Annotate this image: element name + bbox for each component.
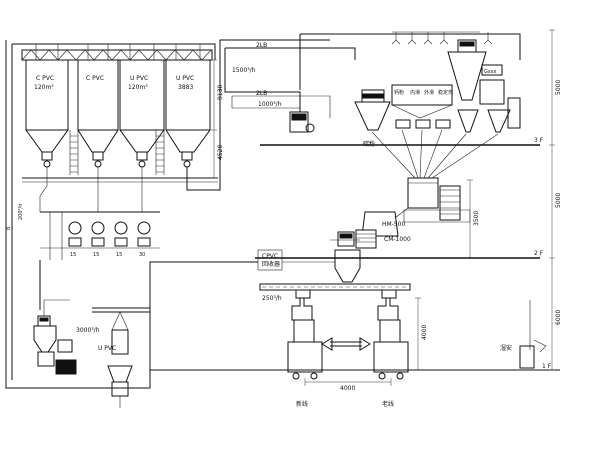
flow-label-b: 1000³/h [258, 101, 282, 108]
conveying-pipes: 2LB 2LB 1500³/h 1000³/h [224, 33, 521, 133]
recycle-hopper: CPVC 回收器 [257, 231, 361, 283]
pump-4: 30 [137, 221, 151, 258]
floor-1f-label: 1 F [542, 363, 552, 370]
silo-1: C PVC 120m³ [25, 44, 69, 168]
dosing-label: Gsxx [484, 69, 496, 75]
extruder-left [287, 298, 323, 380]
bin-label-carbon: 碳粉 [363, 140, 375, 148]
ladder-1 [69, 130, 79, 175]
silo-2-label: C PVC [86, 75, 104, 82]
silo-4: U PVC 3883 [165, 44, 211, 168]
extruder-spacing-dim: 4000 [340, 385, 355, 392]
ladder-2 [155, 130, 165, 175]
bin-label-1: 钙粉 [394, 89, 404, 96]
u-pvc-small-label: U PVC [98, 345, 116, 352]
pump-3: 15 [114, 221, 128, 258]
pump-2-label: 15 [93, 252, 99, 258]
floor-2f: 2 F [255, 250, 544, 259]
pump-4-label: 30 [139, 252, 145, 258]
silo-4-label: U PVC [176, 75, 194, 82]
floor-1f: 1 F [150, 363, 560, 371]
ceiling-fixtures [391, 31, 493, 45]
silo-2: C PVC [77, 44, 119, 168]
ingredient-bins: 碳粉 钙粉 内滑 外滑 稳定剂 Gsxx [354, 39, 521, 148]
recycle-label-2: 回收器 [262, 260, 280, 268]
floor-3f: 3 F [260, 137, 544, 146]
operator-station: 湿安 [500, 300, 547, 369]
left-dim-a: 8 [6, 227, 12, 230]
silo-3-capacity: 120m³ [128, 84, 148, 91]
mixer-height-dim: 3500 [473, 211, 480, 226]
machine-height-dim: 4000 [421, 325, 428, 340]
pump-3-label: 15 [116, 252, 122, 258]
bin-label-2: 内滑 [410, 89, 420, 96]
move-arrow [321, 337, 371, 351]
hot-mixer: HM-500 [382, 177, 471, 228]
flow-label-c: 250³/h [262, 295, 282, 302]
pump-group: 15 15 15 30 [39, 211, 160, 310]
flow-label-a: 1500³/h [232, 67, 256, 74]
floor-3f-label: 3 F [534, 137, 544, 144]
feed-lines [371, 129, 499, 179]
elevation-dim-1: 5000 [555, 80, 562, 95]
operator-label: 湿安 [500, 344, 512, 352]
silo-3: U PVC 120m³ [119, 44, 165, 168]
line-right-label: 老线 [382, 400, 394, 408]
silo-bank: C PVC 120m³ C PVC U PVC 120m³ [5, 39, 330, 389]
line-left-label: 新线 [296, 400, 308, 408]
recycle-label-1: CPVC [262, 253, 278, 260]
floor-2f-label: 2 F [534, 250, 544, 257]
elevation-dim-3: 6000 [555, 310, 562, 325]
elevation-dims: 5000 5000 6000 [549, 29, 562, 371]
left-dim-b: 200³/h [18, 204, 24, 220]
lower-left-units: 3000³/h U PVC [33, 299, 150, 408]
elevation-dim-2: 5000 [555, 193, 562, 208]
cold-mixer-label: CM-1000 [384, 236, 411, 243]
silo-3-label: U PVC [130, 75, 148, 82]
pipe-label-top-right: 2LB [256, 90, 267, 97]
pump-2: 15 [91, 221, 105, 258]
cold-mixer: CM-1000 [330, 211, 411, 249]
flow-label-d: 3000³/h [76, 327, 100, 334]
silo-1-label: C PVC [36, 75, 54, 82]
bin-label-4: 稳定剂 [438, 89, 453, 96]
distribution-conveyor: 250³/h [259, 283, 411, 302]
pump-1: 15 [68, 221, 82, 258]
hot-mixer-label: HM-500 [382, 221, 405, 228]
filter-unit [289, 111, 309, 133]
return-pipe [130, 261, 258, 389]
silo-4-capacity: 3883 [178, 84, 193, 91]
bin-label-3: 外滑 [424, 89, 434, 96]
pump-1-label: 15 [70, 252, 76, 258]
extruder-right [373, 298, 409, 380]
pipe-label-top-left: 2LB [256, 42, 267, 49]
silo-1-capacity: 120m³ [34, 84, 54, 91]
